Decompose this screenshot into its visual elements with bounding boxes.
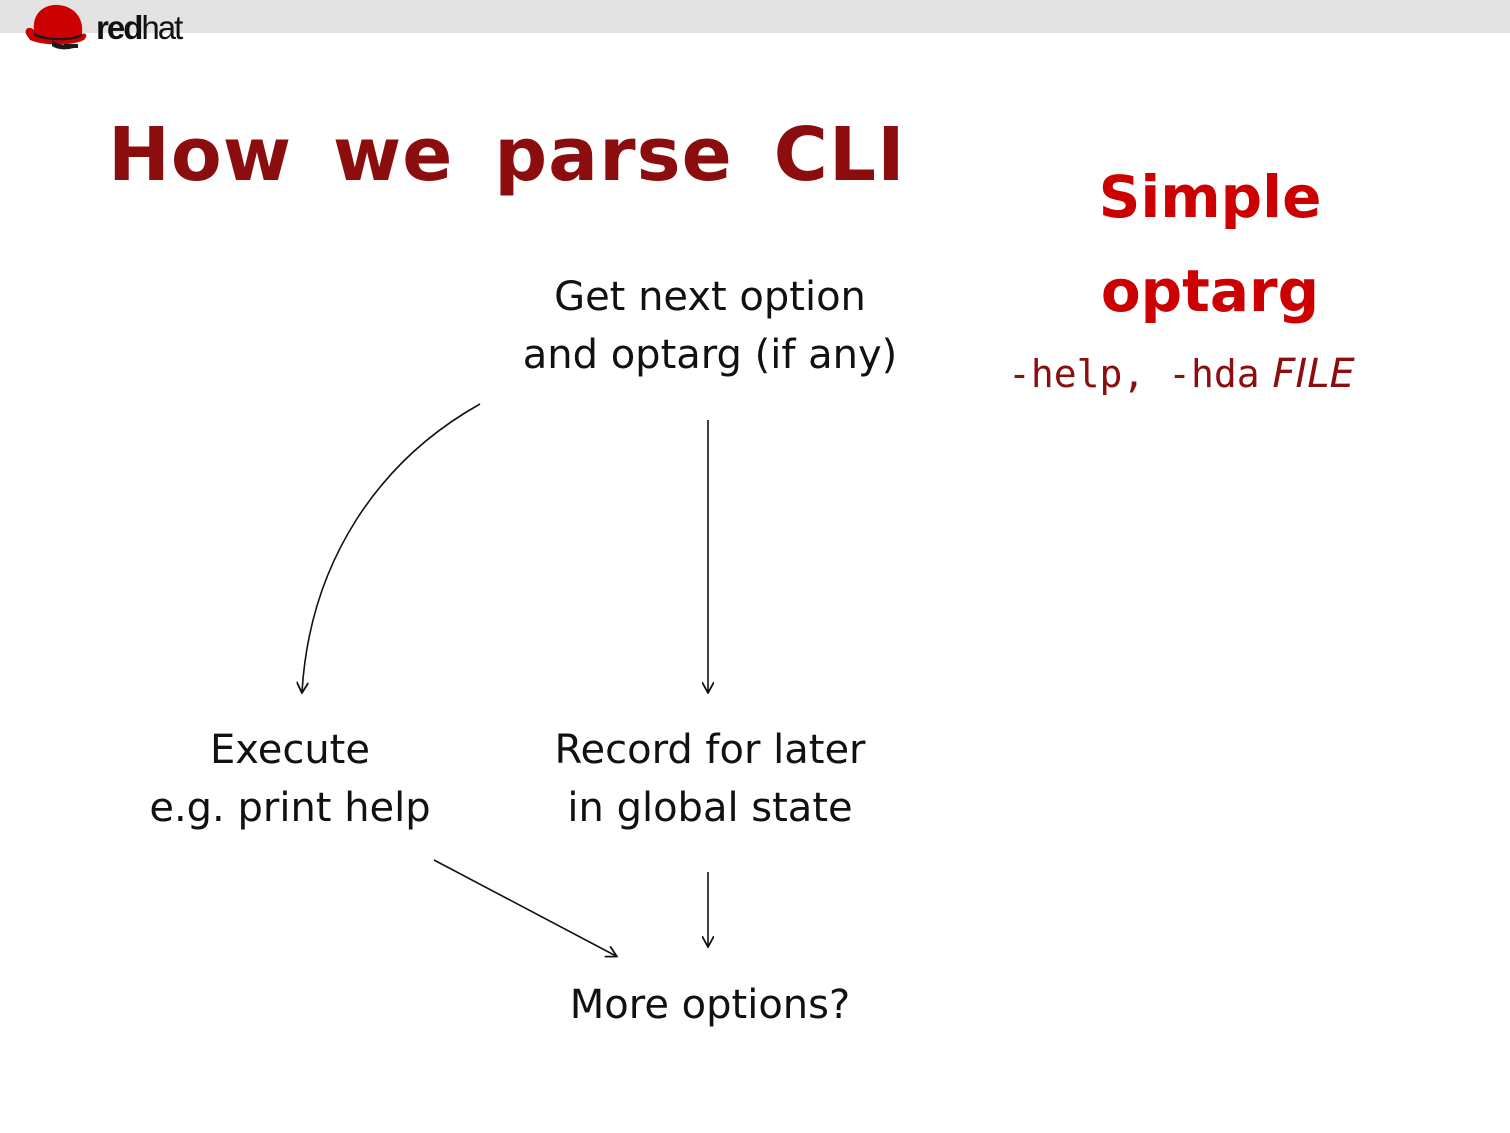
node-get-next-option: Get next option and optarg (if any) — [490, 268, 930, 384]
arrow-execute-to-more — [433, 859, 616, 956]
option-separator: , — [1122, 352, 1169, 396]
logo-wordmark-red: red — [96, 9, 143, 46]
side-heading-line2: optarg — [1100, 257, 1320, 325]
node-record-line2: in global state — [567, 785, 853, 831]
node-get-next-option-line1: Get next option — [554, 274, 866, 320]
side-options: -help, -hda FILE — [1008, 354, 1408, 394]
node-execute: Execute e.g. print help — [110, 721, 470, 837]
option-hda: -hda — [1168, 352, 1260, 396]
arrow-get-to-execute — [302, 403, 481, 692]
redhat-logo: redhat — [22, 0, 222, 52]
node-get-next-option-line2: and optarg (if any) — [522, 332, 898, 378]
shadowman-hat-icon — [25, 4, 87, 50]
side-heading: Simple optarg — [1040, 150, 1380, 338]
option-file-arg: FILE — [1272, 351, 1355, 397]
node-more-options-line1: More options? — [569, 982, 851, 1028]
option-help: -help — [1008, 352, 1123, 396]
side-heading-line1: Simple — [1098, 163, 1322, 231]
node-execute-line1: Execute — [210, 727, 370, 773]
logo-wordmark: redhat — [96, 9, 183, 46]
logo-wordmark-hat: hat — [141, 9, 183, 46]
top-bar — [0, 0, 1510, 33]
node-record-for-later: Record for later in global state — [490, 721, 930, 837]
node-more-options: More options? — [490, 976, 930, 1034]
slide-title: How we parse CLI — [108, 112, 906, 198]
node-execute-line2: e.g. print help — [149, 785, 431, 831]
node-record-line1: Record for later — [554, 727, 866, 773]
